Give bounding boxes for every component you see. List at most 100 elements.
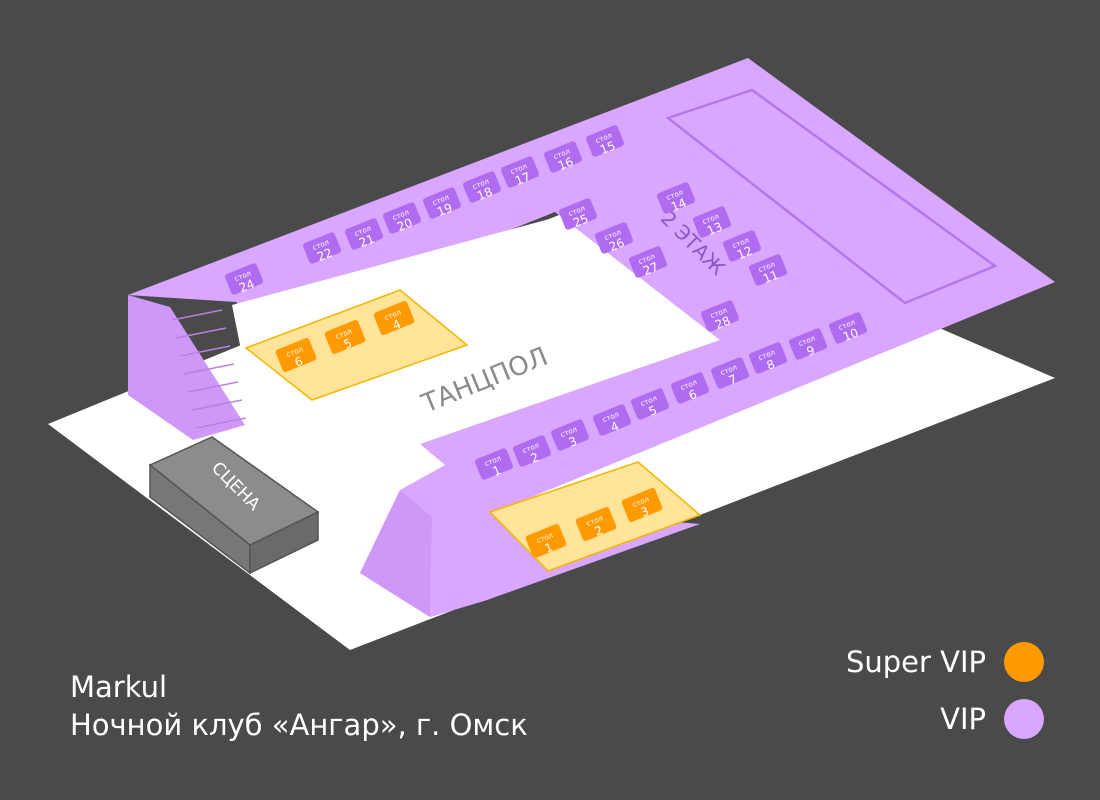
- vip-table-26-number: 26: [607, 236, 626, 255]
- vip-table-12-shape[interactable]: [722, 229, 762, 262]
- vip-table-24-shape[interactable]: [224, 262, 264, 295]
- vip-table-22-shape[interactable]: [302, 231, 342, 264]
- vip-table-18-number: 18: [475, 185, 494, 204]
- vip-table-15-shape[interactable]: [585, 124, 625, 157]
- vip-table-19-number: 19: [435, 201, 454, 220]
- vip-table-7-shape[interactable]: [710, 356, 750, 389]
- vip-table-12-number: 12: [735, 244, 754, 263]
- vip-table-11-shape[interactable]: [748, 253, 788, 286]
- legend-super-vip-label: Super VIP: [845, 645, 986, 679]
- vip-table-4-shape[interactable]: [592, 403, 632, 436]
- floor2-balcony: [665, 88, 998, 305]
- vip-table-3-shape[interactable]: [550, 418, 590, 451]
- vip-table-20-shape[interactable]: [382, 201, 422, 234]
- vip-table-13-number: 13: [705, 220, 724, 239]
- legend-super-vip: Super VIP: [846, 640, 1044, 684]
- vip-table-14-number: 14: [669, 196, 688, 215]
- vip-table-19-shape[interactable]: [422, 186, 462, 219]
- vip-table-17-shape[interactable]: [500, 155, 540, 188]
- legend-super-vip-dot: [1004, 642, 1044, 682]
- vip-platform-upper: [128, 58, 1055, 617]
- vip-table-1-shape[interactable]: [474, 447, 514, 480]
- stairs-lines: [171, 309, 247, 429]
- vip-table-28-number: 28: [713, 314, 732, 333]
- vip-wall-front-2: [430, 505, 490, 617]
- super-vip-table-1-shape[interactable]: [525, 523, 567, 559]
- vip-table-10-number: 10: [841, 326, 860, 345]
- vip-table-21-shape[interactable]: [344, 217, 384, 250]
- vip-table-18-shape[interactable]: [462, 170, 502, 203]
- super-vip-table-5-shape[interactable]: [324, 319, 366, 355]
- vip-table-14-shape[interactable]: [656, 181, 696, 214]
- vip-table-22-number: 22: [315, 246, 334, 265]
- vip-table-6-shape[interactable]: [670, 371, 710, 404]
- super-vip-table-6-shape[interactable]: [275, 337, 317, 373]
- stairs[interactable]: [128, 295, 245, 440]
- event-info: Markul Ночной клуб «Ангар», г. Омск: [70, 668, 528, 744]
- vip-table-11-number: 11: [761, 268, 780, 287]
- vip-table-27-shape[interactable]: [628, 245, 668, 278]
- vip-table-17-number: 17: [513, 170, 532, 189]
- vip-table-5-shape[interactable]: [630, 387, 670, 420]
- vip-table-10-shape[interactable]: [828, 311, 868, 344]
- vip-table-13-shape[interactable]: [692, 205, 732, 238]
- legend: Super VIP VIP: [846, 640, 1044, 754]
- vip-table-27-number: 27: [641, 260, 660, 279]
- dance-floor[interactable]: [232, 218, 705, 455]
- vip-table-26-shape[interactable]: [594, 221, 634, 254]
- stage-side: [249, 510, 319, 575]
- artist-name: Markul: [70, 670, 168, 704]
- vip-table-25-shape[interactable]: [558, 197, 598, 230]
- tables-layer: стол1стол2стол3стол4стол5стол6стол7стол8…: [224, 124, 869, 561]
- venue-name: Ночной клуб «Ангар», г. Омск: [70, 708, 528, 742]
- vip-table-21-number: 21: [357, 232, 376, 251]
- vip-table-2-shape[interactable]: [512, 434, 552, 467]
- legend-vip: VIP: [846, 697, 1044, 741]
- vip-table-9-shape[interactable]: [788, 327, 828, 360]
- vip-table-15-number: 15: [598, 139, 617, 158]
- super-vip-table-2-shape[interactable]: [575, 506, 617, 542]
- vip-table-16-number: 16: [556, 155, 575, 174]
- legend-vip-label: VIP: [940, 702, 986, 736]
- vip-table-8-shape[interactable]: [748, 341, 788, 374]
- vip-table-28-shape[interactable]: [700, 299, 740, 332]
- vip-table-20-number: 20: [395, 216, 414, 235]
- vip-table-16-shape[interactable]: [543, 140, 583, 173]
- super-vip-table-3-shape[interactable]: [621, 487, 663, 523]
- super-vip-table-4-shape[interactable]: [373, 300, 415, 336]
